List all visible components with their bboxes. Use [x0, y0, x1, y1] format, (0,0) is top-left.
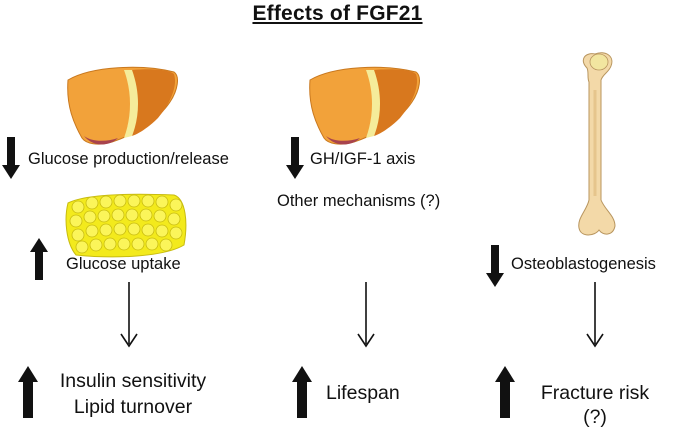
- fracture-risk-label: Fracture risk: [540, 382, 650, 404]
- thick-down-arrow-icon: [486, 245, 504, 287]
- thick-down-arrow-icon: [2, 137, 20, 179]
- femur-bone-icon: [578, 52, 616, 236]
- thick-up-arrow-icon: [18, 366, 38, 418]
- gh-igf1-axis-label: GH/IGF-1 axis: [310, 150, 416, 168]
- glucose-production-label: Glucose production/release: [28, 150, 229, 168]
- lifespan-label: Lifespan: [326, 382, 400, 404]
- fracture-risk-question-label: (?): [583, 406, 607, 428]
- thick-up-arrow-icon: [30, 238, 48, 280]
- thick-up-arrow-icon: [292, 366, 312, 418]
- thin-down-arrow-icon: [357, 282, 375, 348]
- liver-icon: [67, 66, 178, 145]
- other-mechanisms-label: Other mechanisms (?): [277, 192, 441, 210]
- liver-icon: [309, 66, 420, 145]
- thin-down-arrow-icon: [120, 282, 138, 348]
- thick-up-arrow-icon: [495, 366, 515, 418]
- diagram-title: Effects of FGF21: [252, 2, 423, 25]
- thin-down-arrow-icon: [586, 282, 604, 348]
- insulin-sensitivity-label: Insulin sensitivity: [59, 370, 207, 392]
- glucose-uptake-label: Glucose uptake: [66, 255, 181, 273]
- osteoblastogenesis-label: Osteoblastogenesis: [511, 255, 656, 273]
- lipid-turnover-label: Lipid turnover: [73, 396, 193, 418]
- adipose-tissue-icon: [65, 193, 187, 258]
- thick-down-arrow-icon: [286, 137, 304, 179]
